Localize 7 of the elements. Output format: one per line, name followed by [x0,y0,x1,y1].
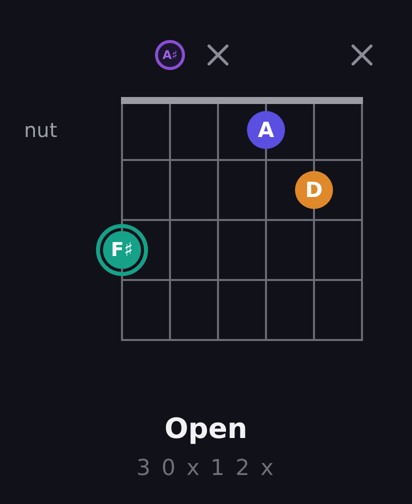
nut-label: nut [24,120,58,140]
fingering-text: 3 0 x 1 2 x [136,458,276,480]
open-string-ring: A♯ [155,40,185,70]
chord-name: Open [164,415,248,443]
finger-dot: A [247,111,285,149]
root-note-dot: F♯ [96,224,148,276]
finger-dot: D [295,171,333,209]
